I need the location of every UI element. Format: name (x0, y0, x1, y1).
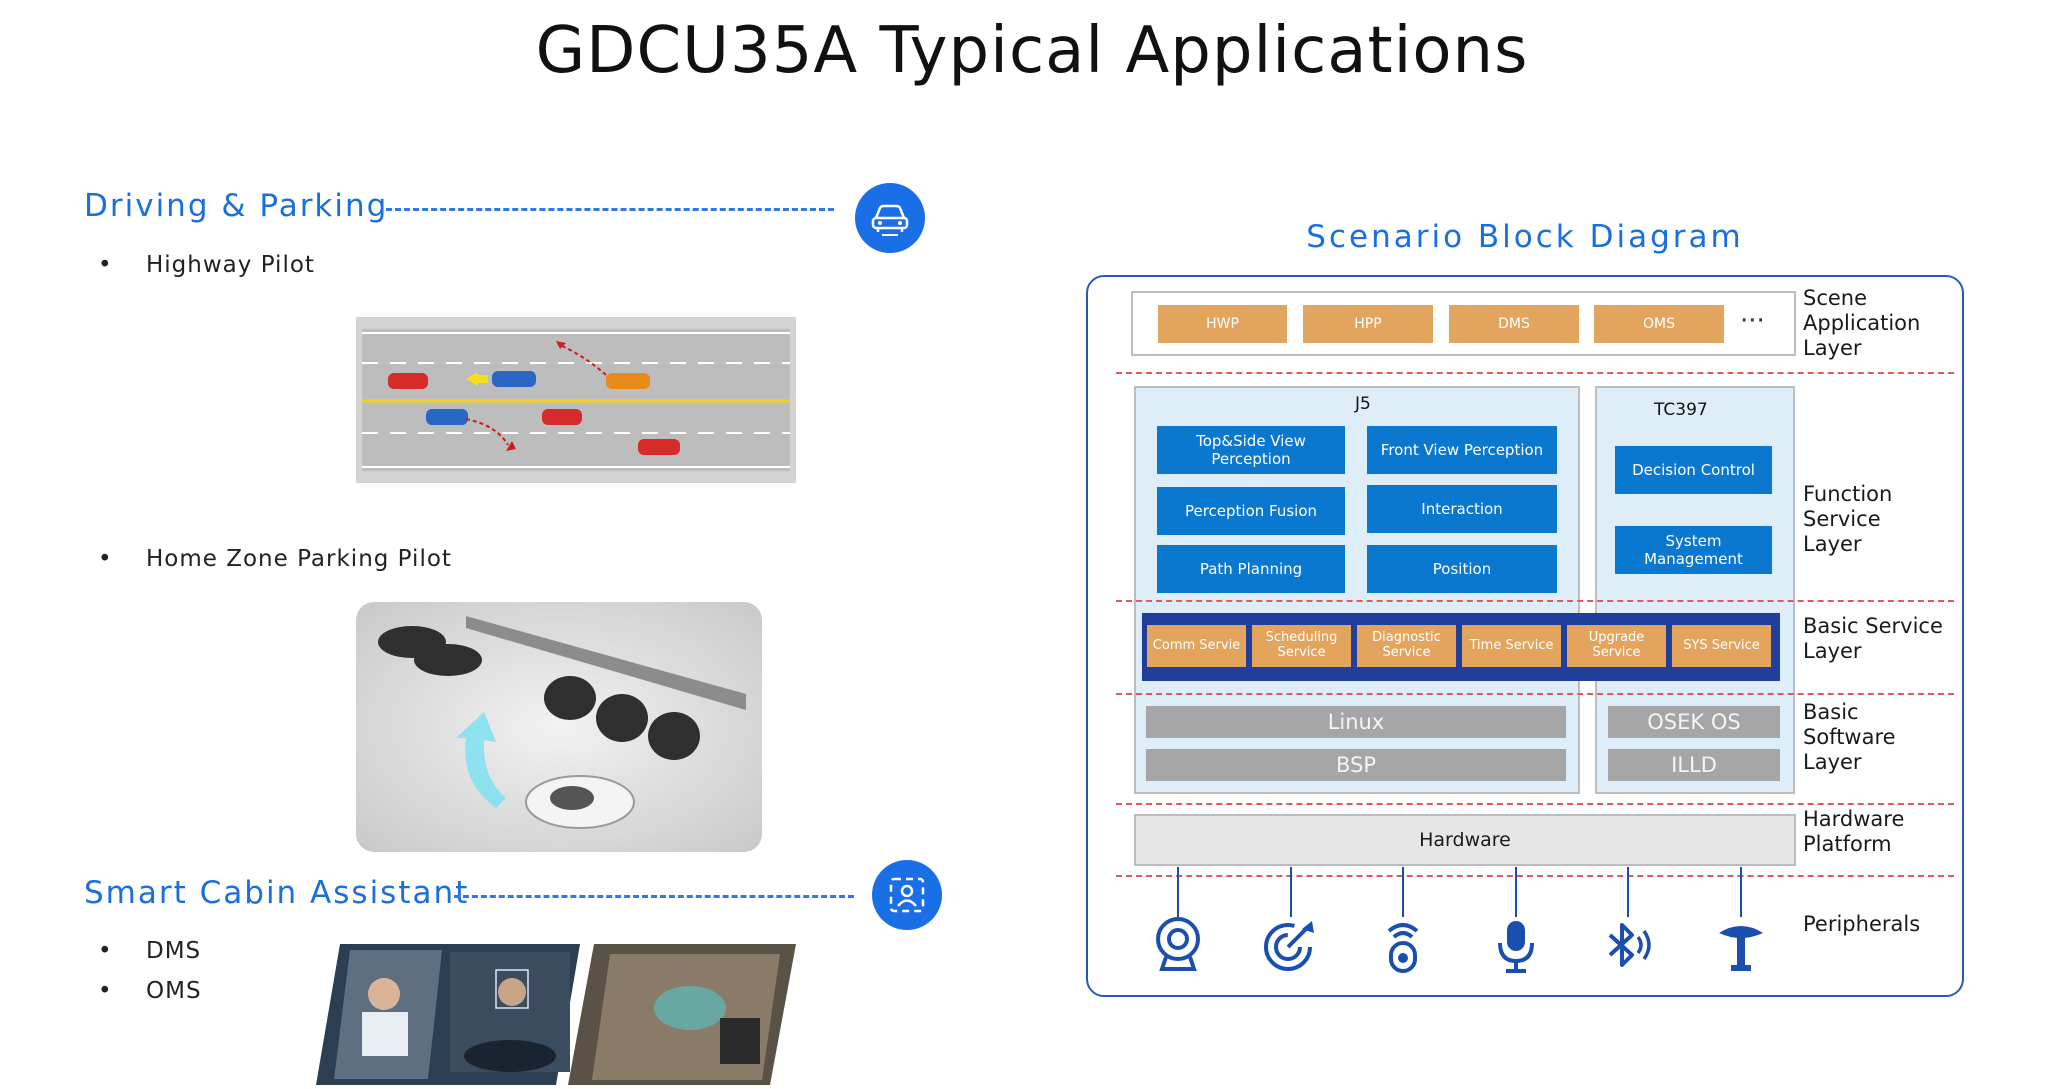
driving-parking-title: Driving & Parking (84, 188, 389, 224)
microphone-icon (1488, 915, 1544, 975)
service-time: Time Service (1462, 625, 1561, 667)
section-divider (454, 895, 854, 898)
func-front-view-perception: Front View Perception (1367, 426, 1557, 474)
page-title: GDCU35A Typical Applications (535, 14, 1529, 88)
service-sys: SYS Service (1672, 625, 1771, 667)
section-divider (386, 208, 834, 211)
connector-line (1515, 867, 1517, 917)
connector-line (1402, 867, 1404, 917)
func-position: Position (1367, 545, 1557, 593)
layer-label-peripherals-text: Peripherals (1803, 912, 1921, 936)
bullet-highway-pilot: •Highway Pilot (98, 252, 315, 278)
scene-app-more: ··· (1740, 306, 1765, 336)
bsp: BSP (1146, 749, 1566, 781)
func-system-management: System Management (1615, 526, 1772, 574)
parking-illustration (356, 602, 762, 852)
layer-label-basic-service: Basic Service Layer (1803, 614, 1943, 664)
ultrasonic-sensor-icon (1375, 915, 1431, 975)
highway-illustration (356, 317, 796, 483)
gnss-antenna-icon (1713, 915, 1769, 975)
layer-divider (1116, 875, 1954, 877)
connector-line (1290, 867, 1292, 917)
j5-label: J5 (1355, 394, 1371, 414)
os-linux: Linux (1146, 706, 1566, 738)
layer-divider (1116, 693, 1954, 695)
layer-label-peripherals: Peripherals (1803, 912, 1920, 937)
car-icon (855, 183, 925, 253)
func-decision-control: Decision Control (1615, 446, 1772, 494)
layer-label-scene: Scene Application Layer (1803, 286, 1920, 362)
layer-divider (1116, 803, 1954, 805)
smart-cabin-title: Smart Cabin Assistant (84, 875, 470, 911)
radar-icon (1262, 915, 1318, 975)
illd: ILLD (1608, 749, 1780, 781)
hardware-box: Hardware (1134, 814, 1796, 866)
diagram-title: Scenario Block Diagram (1306, 219, 1744, 255)
layer-label-function-text: Function Service Layer (1803, 482, 1893, 557)
bullet-home-zone-parking: •Home Zone Parking Pilot (98, 546, 452, 572)
layer-label-scene-text: Scene Application Layer (1803, 286, 1921, 361)
layer-label-hardware-text: Hardware Platform (1803, 807, 1905, 857)
func-interaction: Interaction (1367, 485, 1557, 533)
cabin-monitor-icon (872, 860, 942, 930)
camera-icon (1150, 915, 1206, 975)
scene-app-oms: OMS (1594, 305, 1724, 343)
func-path-planning: Path Planning (1157, 545, 1345, 593)
service-upgrade: Upgrade Service (1567, 625, 1666, 667)
layer-divider (1116, 372, 1954, 374)
layer-divider (1116, 600, 1954, 602)
func-perception-fusion: Perception Fusion (1157, 487, 1345, 535)
diagram-frame (1086, 275, 1964, 997)
tc397-label: TC397 (1654, 400, 1708, 420)
layer-label-basic-software: Basic Software Layer (1803, 700, 1896, 776)
bluetooth-icon (1600, 915, 1656, 975)
bullet-oms: •OMS (98, 978, 202, 1004)
layer-label-basic-service-text: Basic Service Layer (1803, 614, 1943, 664)
service-diagnostic: Diagnostic Service (1357, 625, 1456, 667)
scene-app-hpp: HPP (1303, 305, 1433, 343)
layer-label-hardware: Hardware Platform (1803, 807, 1904, 857)
func-top-side-view-perception: Top&Side View Perception (1157, 426, 1345, 474)
connector-line (1740, 867, 1742, 917)
scene-app-dms: DMS (1449, 305, 1579, 343)
bullet-dms: •DMS (98, 938, 202, 964)
layer-label-basic-software-text: Basic Software Layer (1803, 700, 1896, 775)
cabin-photos (310, 944, 796, 1085)
scene-app-hwp: HWP (1158, 305, 1287, 343)
connector-line (1627, 867, 1629, 917)
service-scheduling: Scheduling Service (1252, 625, 1351, 667)
service-comm: Comm Servie (1147, 625, 1246, 667)
connector-line (1177, 867, 1179, 917)
os-osek: OSEK OS (1608, 706, 1780, 738)
scene-application-box (1131, 291, 1796, 356)
layer-label-function: Function Service Layer (1803, 482, 1892, 558)
